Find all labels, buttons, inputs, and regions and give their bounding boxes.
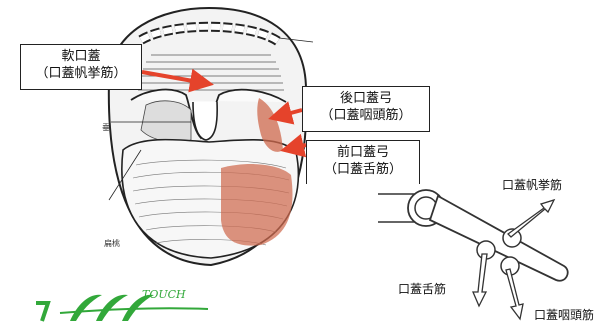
soft-palate-label: 軟口蓋 （口蓋帆挙筋）: [20, 44, 142, 90]
posterior-arch-highlight: [257, 98, 283, 152]
palatoglossus-force-arrow: [472, 253, 488, 308]
lever-bar: [428, 194, 569, 282]
tongue-muscle-highlight: [221, 164, 293, 246]
anterior-arch-label-line2: （口蓋舌筋）: [323, 162, 402, 177]
levator-label: 口蓋帆挙筋: [502, 178, 563, 192]
palatopharyngeus-force-arrow: [505, 268, 524, 321]
tonsil-side-label: 扁桃: [104, 239, 120, 248]
posterior-arch-label: 後口蓋弓 （口蓋咽頭筋）: [302, 86, 430, 132]
anterior-arch-label-line1: 前口蓋弓: [336, 145, 389, 160]
oral-cavity-illustration: [101, 0, 313, 272]
logo-text: TOUCH: [142, 288, 186, 301]
levator-force-arrow: [507, 198, 556, 238]
palatopharyngeus-label: 口蓋咽頭筋: [534, 308, 595, 322]
uvula-side-label: 垂: [102, 123, 110, 132]
posterior-arch-label-line2: （口蓋咽頭筋）: [320, 108, 412, 123]
brand-logo: [36, 294, 209, 322]
lever-joint-2: [502, 228, 522, 248]
palatoglossus-label: 口蓋舌筋: [398, 282, 447, 296]
soft-palate-label-line2: （口蓋帆挙筋）: [35, 66, 127, 81]
lever-diagram: [378, 189, 569, 321]
anterior-arch-label: 前口蓋弓 （口蓋舌筋）: [306, 140, 420, 184]
posterior-arch-label-line1: 後口蓋弓: [339, 91, 392, 106]
soft-palate-label-line1: 軟口蓋: [61, 49, 101, 64]
